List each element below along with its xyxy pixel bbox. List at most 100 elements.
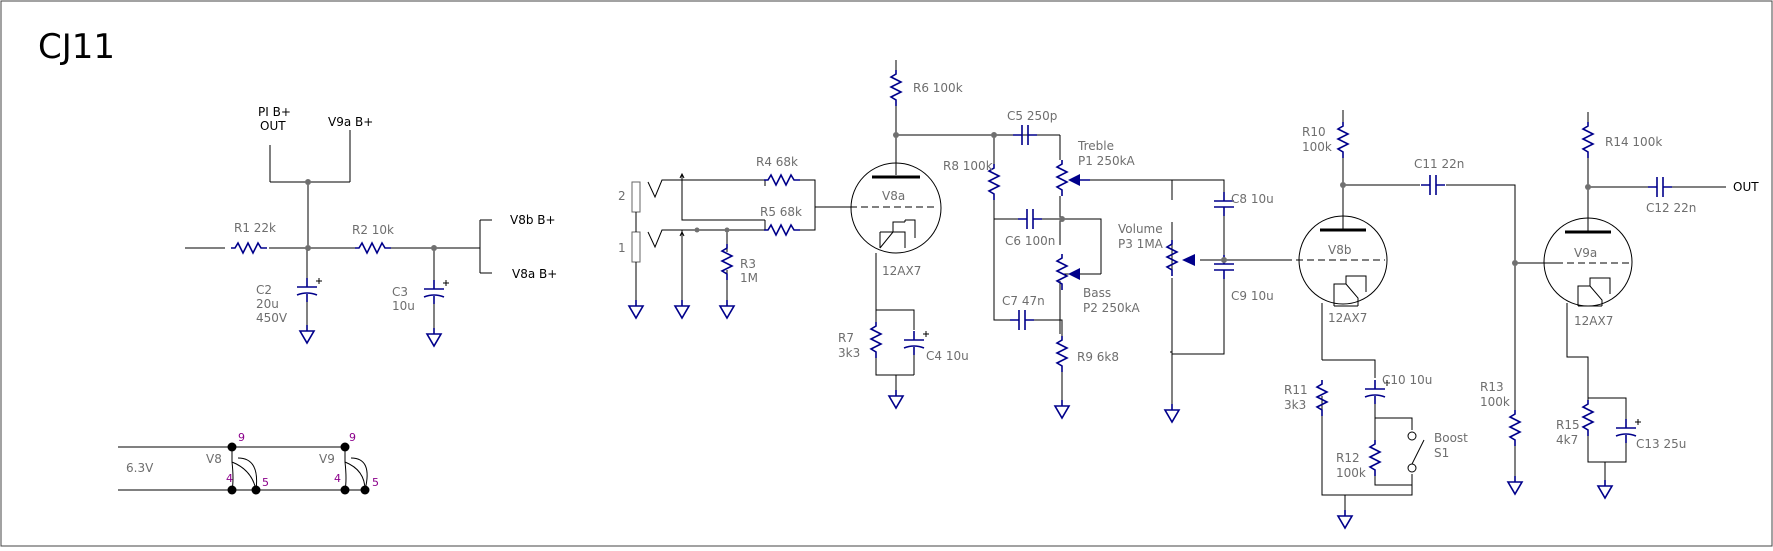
c2-ground-icon [299,324,315,344]
v8b-tube-label: V8b [1328,243,1351,257]
r1-label: R1 22k [234,221,276,235]
c5-label: C5 250p [1007,109,1057,123]
v9a-tube-type: 12AX7 [1574,314,1613,328]
r9-resistor [1056,335,1068,373]
treble-label: Treble [1077,139,1114,153]
v8a-tube-type: 12AX7 [882,264,921,278]
r6-resistor [890,69,902,107]
r15-resistor [1582,399,1594,437]
r1-resistor [230,242,268,254]
r15-value: 4k7 [1556,433,1578,447]
v8-pin-9: 9 [238,431,245,444]
c13-label: C13 25u [1636,437,1686,451]
r6-label: R6 100k [913,81,963,95]
v8b-ground-icon [1337,509,1353,529]
output-label: OUT [1733,180,1759,194]
c4-label: C4 10u [926,349,969,363]
r4-resistor [763,174,801,186]
c6-label: C6 100n [1005,234,1055,248]
boost-switch[interactable] [1411,439,1425,465]
r3-label: R3 [740,257,756,271]
c2-value: 20u [256,297,279,311]
pi-out-label: OUT [260,119,286,133]
jack-ground-icon [628,299,644,319]
treble-value: P1 250kA [1078,154,1136,168]
v9-pin-5: 5 [372,476,379,489]
c3-value: 10u [392,299,415,313]
boost-switch-contact-top [1407,431,1417,441]
v8a-tube-label: V8a [882,189,905,203]
v9-pin-9: 9 [349,431,356,444]
r3-value: 1M [740,271,758,285]
jack-2-label: 2 [618,189,626,203]
c7-label: C7 47n [1002,294,1045,308]
v8b-stage: R10 100k V8b 12AX7 C11 22n R11 3k3 C10 1… [1284,110,1560,529]
r12-value: 100k [1336,466,1366,480]
r15-label: R15 [1556,418,1580,432]
r5-resistor [763,224,801,236]
r13-value: 100k [1480,395,1510,409]
pi-bplus-label: PI B+ [258,105,291,119]
bass-label: Bass [1083,286,1111,300]
r12-label: R12 [1336,451,1360,465]
r9-ground-icon [1054,399,1070,419]
c9-label: C9 10u [1231,289,1274,303]
c6-capacitor [1017,208,1043,230]
v8-pin-5: 5 [262,476,269,489]
r12-resistor [1369,439,1381,477]
input-jack-1 [631,231,641,263]
r14-label: R14 100k [1605,135,1662,149]
c8-label: C8 10u [1231,192,1274,206]
c10-label: C10 10u [1382,373,1432,387]
r3-ground-icon [719,299,735,319]
c3-ground-icon [426,327,442,347]
r13-label: R13 [1480,380,1504,394]
input-ground-icon [674,299,690,319]
c3-label: C3 [392,285,408,299]
c3-capacitor [423,279,450,305]
heater-section: 6.3V V8 V9 9 4 5 9 4 5 [118,431,379,495]
r4-label: R4 68k [756,155,798,169]
c7-capacitor [1009,309,1035,331]
volume-value: P3 1MA [1118,237,1164,251]
input-section: 2 1 R4 68k R5 68k R3 1M [618,155,850,319]
r10-resistor [1337,121,1349,159]
v9a-bplus-label: V9a B+ [328,115,373,129]
c2-label: C2 [256,283,272,297]
c12-label: C12 22n [1646,201,1696,215]
bass-pot[interactable] [1056,253,1068,291]
c2-voltage: 450V [256,311,288,325]
v8a-tube [850,162,942,254]
v8b-bplus-label: V8b B+ [510,213,556,227]
v8a-ground-icon [888,389,904,409]
r11-label: R11 [1284,383,1308,397]
r13-ground-icon [1507,475,1523,495]
v8-heater-label: V8 [206,452,222,466]
v8b-tube-type: 12AX7 [1328,311,1367,325]
r10-value: 100k [1302,140,1332,154]
power-supply-section: PI B+ OUT V9a B+ V8b B+ V8a B+ R1 22k R2… [185,105,557,347]
v9-heater-label: V9 [319,452,335,466]
r8-label: R8 100k [943,159,993,173]
r5-label: R5 68k [760,205,802,219]
c2-capacitor [296,277,323,303]
jack-1-label: 1 [618,241,626,255]
v9a-tube-label: V9a [1574,246,1597,260]
r7-value: 3k3 [838,346,860,360]
c11-label: C11 22n [1414,157,1464,171]
c12-capacitor [1647,176,1673,198]
boost-switch-contact-bottom [1407,463,1417,473]
volume-ground-icon [1164,403,1180,423]
input-jack-2 [631,181,641,213]
boost-label: Boost [1434,431,1468,445]
bass-value: P2 250kA [1083,301,1141,315]
v9-pin-4: 4 [334,472,341,485]
r2-resistor [354,242,392,254]
r7-resistor [870,321,882,359]
treble-pot[interactable] [1056,159,1068,197]
r2-label: R2 10k [352,223,394,237]
v8a-stage: R6 100k V8a 12AX7 R7 3k3 C4 10u [838,60,1060,409]
